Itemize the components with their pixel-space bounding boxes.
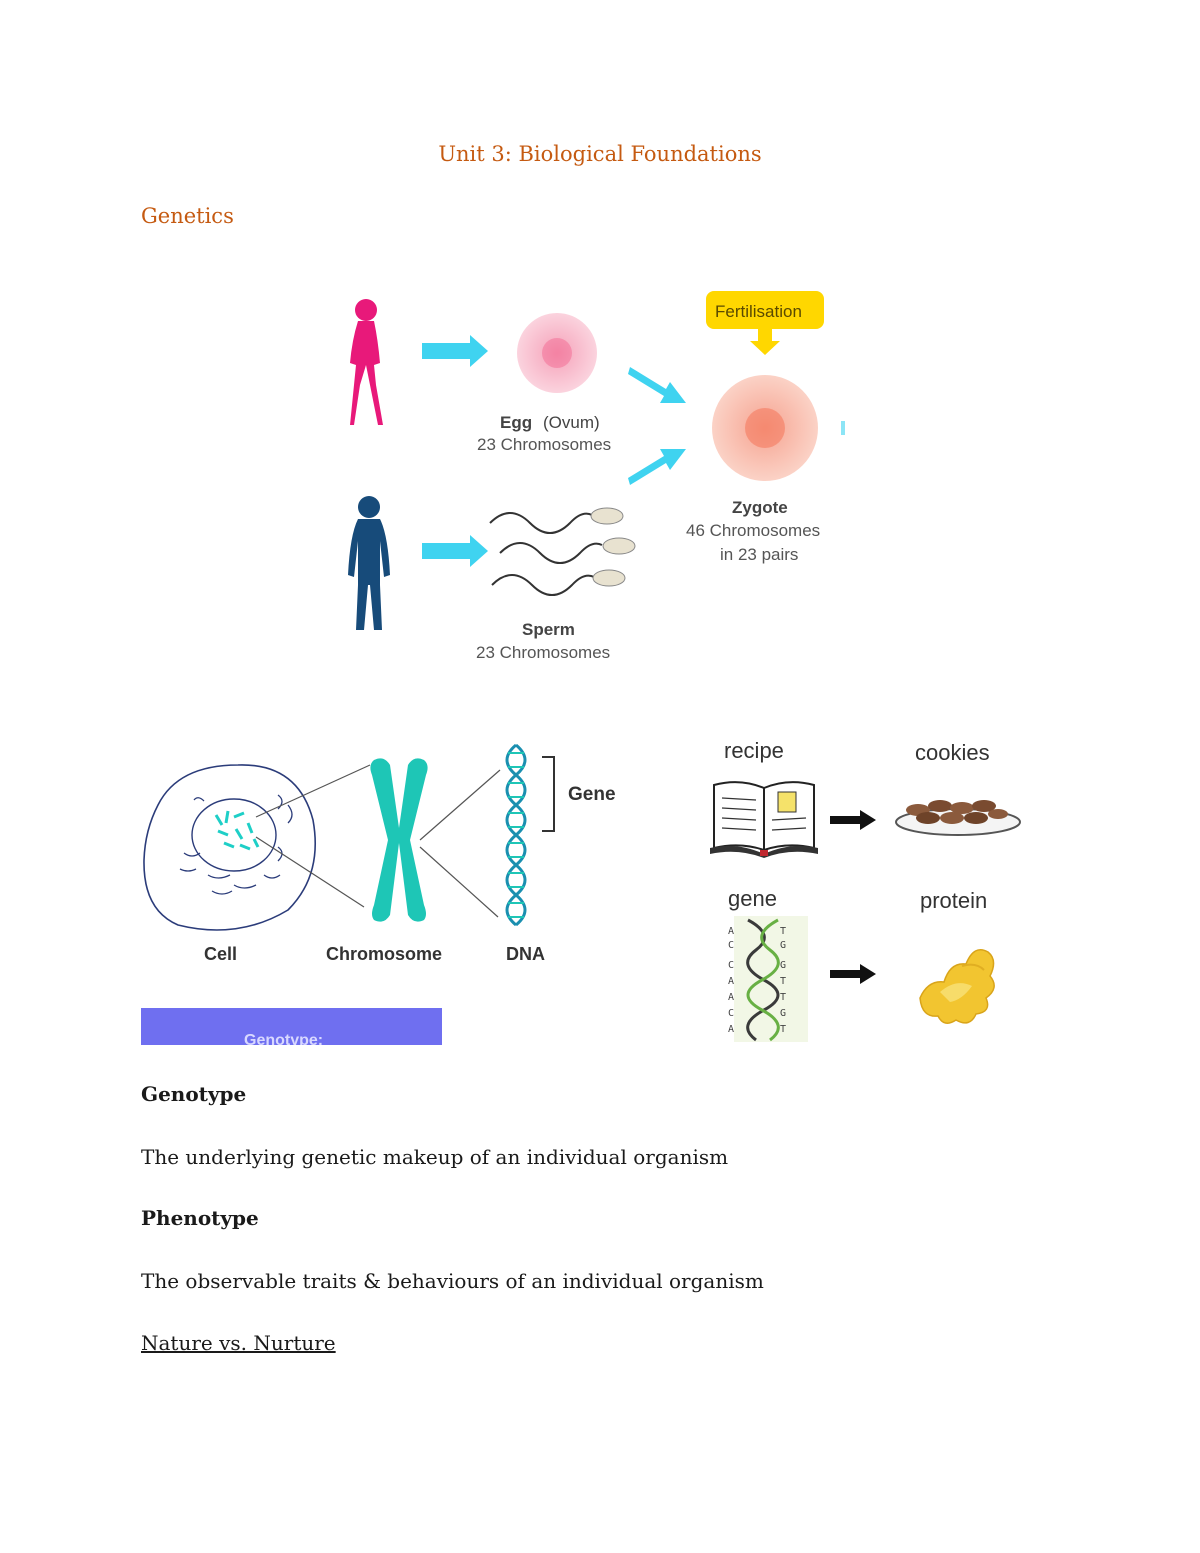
svg-text:T: T [780, 1024, 786, 1035]
svg-text:A: A [728, 926, 734, 937]
egg-sublabel: (Ovum) [543, 413, 600, 432]
zygote-label: Zygote [732, 498, 788, 517]
arrow-icon [422, 335, 488, 367]
female-figure-icon [350, 299, 383, 425]
arrow-right-icon [830, 810, 876, 830]
svg-text:G: G [780, 1008, 786, 1019]
svg-text:T: T [780, 992, 786, 1003]
arrow-icon [628, 367, 686, 403]
genotype-banner-text: Genotype: [244, 1032, 324, 1045]
sperm-label: Sperm [522, 620, 575, 639]
arrow-right-icon [830, 964, 876, 984]
gene-helix-icon: A C C A A C A T G G T T G T [728, 916, 808, 1042]
recipe-label: recipe [724, 738, 784, 763]
protein-icon [919, 949, 995, 1024]
sperm-icon [489, 507, 636, 596]
cell-label: Cell [204, 944, 237, 964]
phenotype-term: Phenotype [141, 1206, 259, 1230]
genotype-banner: Genotype: [141, 1008, 442, 1045]
section-heading-genetics: Genetics [141, 204, 234, 228]
svg-text:G: G [780, 960, 786, 971]
fertilisation-badge [706, 291, 824, 329]
cell-outline [143, 764, 316, 931]
left-bases: A C C A A C A [728, 926, 734, 1035]
fertilisation-label: Fertilisation [715, 302, 802, 321]
egg-label: Egg [500, 413, 532, 432]
gene-bracket [542, 756, 555, 832]
chromosome-icon [370, 758, 428, 922]
svg-text:A: A [728, 992, 734, 1003]
genotype-definition: The underlying genetic makeup of an indi… [141, 1145, 729, 1169]
arrow-down-icon [750, 329, 780, 355]
cookies-label: cookies [915, 740, 990, 765]
zygote-pairs: in 23 pairs [720, 545, 798, 564]
svg-text:G: G [780, 940, 786, 951]
male-figure-icon [348, 496, 390, 630]
arrow-icon [422, 535, 488, 567]
recipe-book-icon [710, 781, 818, 858]
cookies-plate-icon [895, 800, 1021, 836]
dna-helix-icon [505, 743, 527, 927]
sperm-count: 23 Chromosomes [476, 643, 610, 662]
nature-vs-nurture-link[interactable]: Nature vs. Nurture [141, 1331, 336, 1355]
gene-label: Gene [568, 784, 616, 805]
chromosome-label: Chromosome [326, 944, 442, 964]
nucleus-chromosomes [214, 810, 260, 851]
right-bases: T G G T T G T [780, 926, 786, 1035]
protein-label: protein [920, 888, 987, 913]
phenotype-definition: The observable traits & behaviours of an… [141, 1269, 764, 1293]
egg-count: 23 Chromosomes [477, 435, 611, 454]
svg-text:C: C [728, 1008, 734, 1019]
recipe-gene-analogy-diagram: recipe cookies gene protein [710, 738, 1021, 1042]
svg-text:T: T [780, 926, 786, 937]
genotype-term: Genotype [141, 1082, 247, 1106]
document-title: Unit 3: Biological Foundations [438, 142, 762, 166]
svg-text:C: C [728, 960, 734, 971]
arrow-icon [628, 449, 686, 485]
svg-text:T: T [780, 976, 786, 987]
zygote-count: 46 Chromosomes [686, 521, 820, 540]
svg-text:A: A [728, 976, 734, 987]
cell-chromosome-dna-diagram: Gene Cell Chromosome DNA [143, 743, 616, 964]
dna-label: DNA [506, 944, 545, 964]
svg-text:C: C [728, 940, 734, 951]
gene-word-label: gene [728, 886, 777, 911]
svg-text:A: A [728, 1024, 734, 1035]
fertilisation-diagram: Egg (Ovum) 23 Chromosomes Sperm 23 Chrom… [348, 291, 845, 662]
